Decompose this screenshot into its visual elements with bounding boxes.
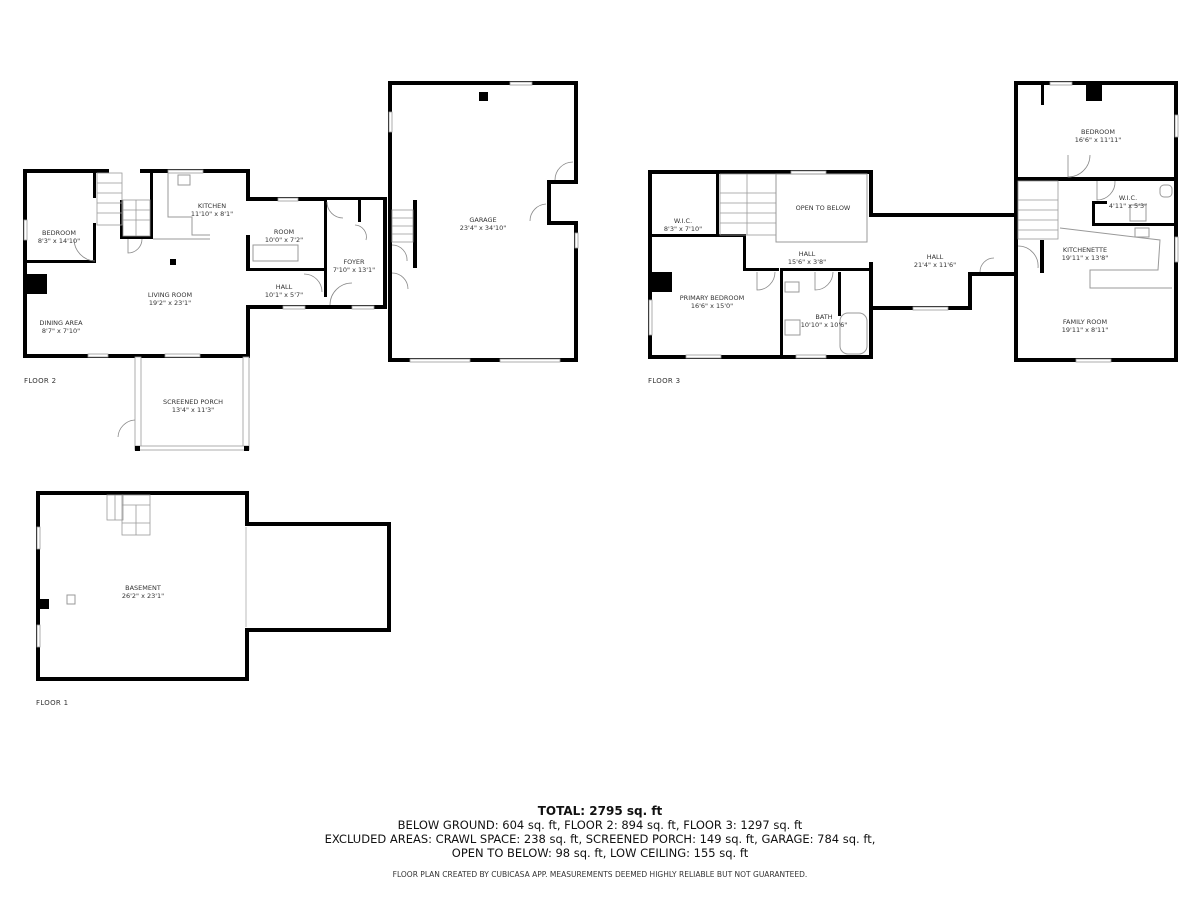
room-label-basement: BASEMENT 26'2" x 23'1" [122,584,164,600]
room-name: BASEMENT [125,584,161,592]
room-dimensions: 16'6" x 11'11" [1074,136,1122,144]
room-dimensions: 23'4" x 34'10" [459,224,507,232]
room-label-wic-bedroom: W.I.C. 4'11" x 5'3" [1109,194,1147,210]
room-label-hall-large: HALL 21'4" x 11'6" [914,253,956,269]
room-name: OPEN TO BELOW [795,204,851,212]
room-dimensions: 8'7" x 7'10" [41,327,81,335]
room-dimensions: 19'11" x 8'11" [1061,326,1109,334]
room-dimensions: 26'2" x 23'1" [121,592,165,600]
room-dimensions: 21'4" x 11'6" [913,261,957,269]
room-dimensions: 16'6" x 15'0" [690,302,734,310]
room-label-family-room: FAMILY ROOM 19'11" x 8'11" [1062,318,1108,334]
room-name: DINING AREA [39,319,83,327]
room-name: BEDROOM [1081,128,1115,136]
floor-label-3: FLOOR 3 [648,377,681,385]
room-label-bedroom-floor2: BEDROOM 8'3" x 14'10" [38,229,80,245]
room-name: W.I.C. [673,217,693,225]
room-dimensions: 19'2" x 23'1" [148,299,192,307]
room-name: ROOM [273,228,295,236]
room-name: FOYER [343,258,365,266]
room-dimensions: 13'4" x 11'3" [171,406,215,414]
floor-label-1: FLOOR 1 [36,699,69,707]
room-name: HALL [275,283,293,291]
room-dimensions: 10'0" x 7'2" [264,236,304,244]
room-label-hall-upper: HALL 15'6" x 3'8" [788,250,826,266]
room-dimensions: 8'3" x 14'10" [37,237,81,245]
room-dimensions: 15'6" x 3'8" [787,258,827,266]
room-name: BATH [815,313,833,321]
area-breakdown: BELOW GROUND: 604 sq. ft, FLOOR 2: 894 s… [397,818,803,832]
floor-2-plan [23,81,579,451]
room-name: W.I.C. [1118,194,1138,202]
room-label-foyer: FOYER 7'10" x 13'1" [333,258,375,274]
room-label-kitchen: KITCHEN 11'10" x 8'1" [191,202,233,218]
room-name: HALL [926,253,944,261]
excluded-areas-continued: OPEN TO BELOW: 98 sq. ft, LOW CEILING: 1… [451,846,749,860]
room-dimensions: 10'1" x 5'7" [264,291,304,299]
room-label-bath: BATH 10'10" x 10'6" [801,313,847,329]
room-dimensions: 10'10" x 10'6" [800,321,848,329]
room-label-kitchenette: KITCHENETTE 19'11" x 13'8" [1062,246,1108,262]
room-dimensions: 11'10" x 8'1" [190,210,234,218]
room-name: KITCHENETTE [1062,246,1108,254]
room-name: FAMILY ROOM [1062,318,1108,326]
room-dimensions: 19'11" x 13'8" [1061,254,1109,262]
excluded-areas: EXCLUDED AREAS: CRAWL SPACE: 238 sq. ft,… [324,832,876,846]
floor-3-plan [648,81,1179,363]
room-dimensions: 7'10" x 13'1" [332,266,376,274]
floor-label-2: FLOOR 2 [24,377,57,385]
room-name: LIVING ROOM [147,291,193,299]
floor-1-plan [36,491,391,681]
room-label-primary-bedroom: PRIMARY BEDROOM 16'6" x 15'0" [680,294,744,310]
room-label-screened-porch: SCREENED PORCH 13'4" x 11'3" [163,398,223,414]
room-name: SCREENED PORCH [162,398,224,406]
room-name: BEDROOM [42,229,76,237]
room-label-dining-area: DINING AREA 8'7" x 7'10" [39,319,82,335]
room-name: PRIMARY BEDROOM [679,294,745,302]
room-name: HALL [798,250,816,258]
room-name: GARAGE [469,216,497,224]
room-label-hall-floor2: HALL 10'1" x 5'7" [265,283,303,299]
room-label-open-to-below: OPEN TO BELOW [796,204,851,212]
room-label-living-room: LIVING ROOM 19'2" x 23'1" [148,291,192,307]
disclaimer: FLOOR PLAN CREATED BY CUBICASA APP. MEAS… [392,870,808,879]
room-label-wic-primary: W.I.C. 8'3" x 7'10" [664,217,702,233]
room-label-bedroom-floor3: BEDROOM 16'6" x 11'11" [1075,128,1121,144]
room-label-room: ROOM 10'0" x 7'2" [265,228,303,244]
room-name: KITCHEN [197,202,227,210]
room-dimensions: 8'3" x 7'10" [663,225,703,233]
room-dimensions: 4'11" x 5'3" [1108,202,1148,210]
room-label-garage: GARAGE 23'4" x 34'10" [460,216,506,232]
total-area: TOTAL: 2795 sq. ft [537,804,663,818]
